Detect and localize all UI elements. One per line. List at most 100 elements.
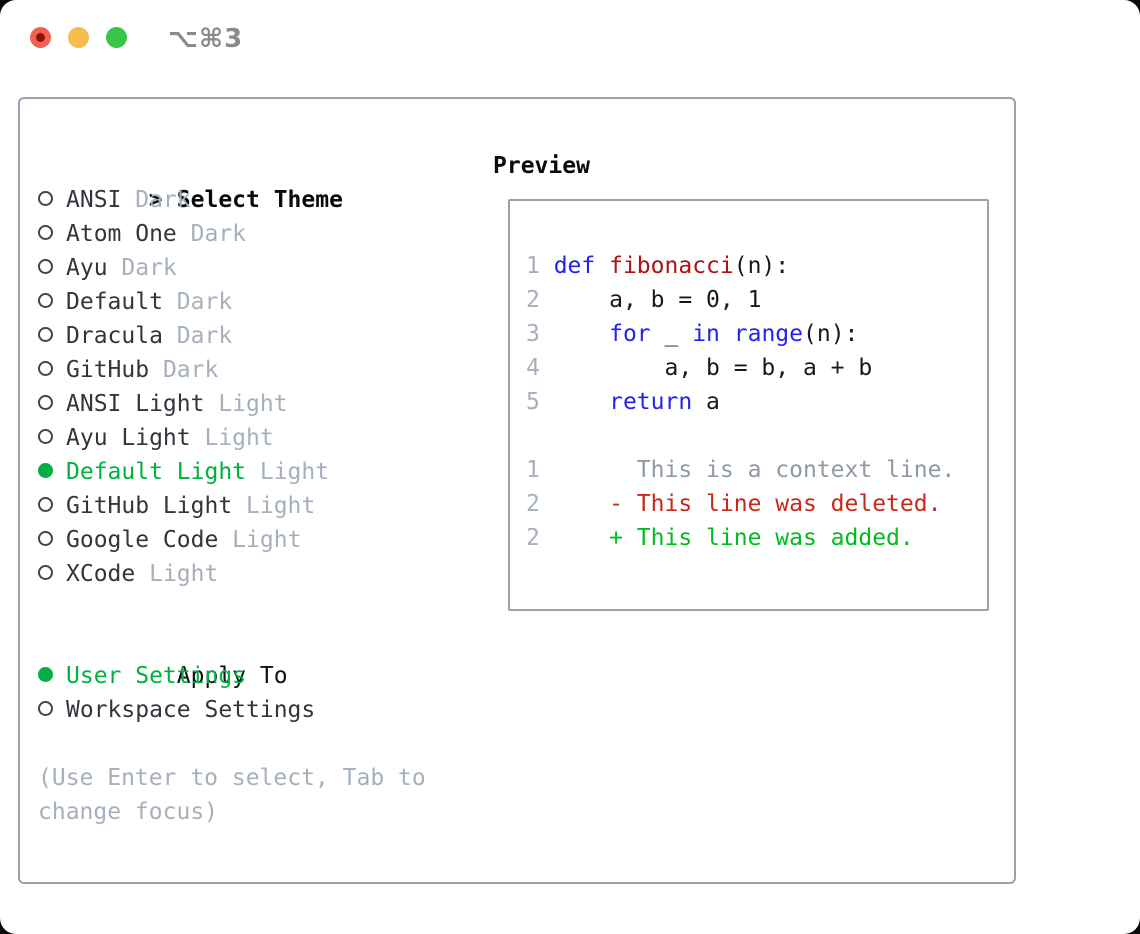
diff-line-added: 2 + This line was added. [526, 521, 987, 555]
theme-option-ansi[interactable]: ANSI Dark [38, 183, 450, 217]
theme-name: ANSI Light [66, 391, 205, 417]
hint-text: (Use Enter to select, Tab to change focu… [38, 765, 426, 825]
theme-option-github-light[interactable]: GitHub Light Light [38, 489, 450, 523]
theme-variant: Light [218, 527, 302, 553]
line-number: 2 [526, 287, 540, 313]
theme-option-dracula[interactable]: Dracula Dark [38, 319, 450, 353]
line-text: + This line was added. [553, 525, 914, 551]
window-title: ⌥⌘3 [168, 24, 244, 54]
radio-icon [38, 319, 66, 353]
select-theme-header: > Select Theme [38, 149, 450, 213]
radio-icon [38, 659, 66, 693]
theme-variant: Dark [162, 323, 233, 349]
theme-name: Google Code [66, 527, 219, 553]
radio-icon [38, 523, 66, 557]
theme-name: GitHub [66, 357, 150, 383]
apply-option-label: User Settings [66, 663, 247, 689]
code-line: 4 a, b = b, a + b [526, 351, 987, 385]
spacer [38, 727, 450, 761]
code-line: 5 return a [526, 385, 987, 419]
line-number: 1 [526, 457, 540, 483]
theme-variant: Dark [107, 255, 177, 281]
apply-option-workspace-settings[interactable]: Workspace Settings [38, 693, 450, 727]
theme-option-atom-one[interactable]: Atom One Dark [38, 217, 450, 251]
line-number: 3 [526, 321, 540, 347]
radio-icon [38, 217, 66, 251]
theme-option-github[interactable]: GitHub Dark [38, 353, 450, 387]
radio-icon [38, 285, 66, 319]
theme-option-default-light[interactable]: Default Light Light [38, 455, 450, 489]
select-theme-title: Select Theme [176, 187, 343, 213]
theme-name: ANSI [66, 187, 122, 213]
apply-option-label: Workspace Settings [66, 697, 316, 723]
theme-name: Default [66, 289, 163, 315]
radio-icon [38, 387, 66, 421]
theme-variant: Light [246, 459, 330, 485]
recording-dot-icon [36, 33, 45, 42]
theme-name: Ayu [66, 255, 108, 281]
preview-title: Preview [493, 153, 590, 179]
line-number: 2 [526, 525, 540, 551]
line-number: 4 [526, 355, 540, 381]
radio-icon [38, 557, 66, 591]
theme-variant: Dark [162, 289, 233, 315]
theme-option-google-code[interactable]: Google Code Light [38, 523, 450, 557]
diff-line-context: 1 This is a context line. [526, 453, 987, 487]
window-titlebar: ⌥⌘3 [0, 0, 1140, 97]
theme-name: XCode [66, 561, 136, 587]
line-text: - This line was deleted. [553, 491, 942, 517]
code-line: 2 a, b = 0, 1 [526, 283, 987, 317]
theme-variant: Light [135, 561, 219, 587]
line-text: a, b = 0, 1 [553, 287, 762, 313]
line-text: a, b = b, a + b [553, 355, 873, 381]
diff-line-deleted: 2 - This line was deleted. [526, 487, 987, 521]
close-button[interactable] [30, 27, 51, 48]
radio-icon [38, 693, 66, 727]
theme-name: Atom One [66, 221, 177, 247]
line-text: return a [609, 389, 720, 415]
line-text: This is a context line. [553, 457, 956, 483]
apply-to-header: Apply To [38, 625, 450, 689]
prompt-icon: > [148, 187, 163, 213]
radio-icon [38, 489, 66, 523]
code-line: 1 def fibonacci(n): [526, 249, 987, 283]
zoom-button[interactable] [106, 27, 127, 48]
minimize-button[interactable] [68, 27, 89, 48]
theme-option-xcode[interactable]: XCode Light [38, 557, 450, 591]
radio-icon [38, 183, 66, 217]
theme-name: Default Light [66, 459, 247, 485]
theme-option-default[interactable]: Default Dark [38, 285, 450, 319]
line-number: 1 [526, 253, 540, 279]
line-number: 5 [526, 389, 540, 415]
spacer [38, 591, 450, 625]
theme-variant: Dark [149, 357, 219, 383]
theme-variant: Dark [121, 187, 191, 213]
line-text: def fibonacci(n): [553, 253, 790, 279]
line-number: 2 [526, 491, 540, 517]
theme-name: Ayu Light [66, 425, 191, 451]
theme-name: GitHub Light [66, 493, 233, 519]
theme-variant: Light [190, 425, 274, 451]
blank-line [526, 419, 987, 453]
radio-icon [38, 421, 66, 455]
theme-option-ansi-light[interactable]: ANSI Light Light [38, 387, 450, 421]
theme-option-ayu[interactable]: Ayu Dark [38, 251, 450, 285]
line-text: for _ in range(n): [609, 321, 859, 347]
apply-option-user-settings[interactable]: User Settings [38, 659, 450, 693]
theme-name: Dracula [66, 323, 163, 349]
theme-variant: Light [204, 391, 288, 417]
code-line: 3 for _ in range(n): [526, 317, 987, 351]
theme-variant: Light [232, 493, 316, 519]
theme-variant: Dark [176, 221, 247, 247]
radio-icon [38, 455, 66, 489]
theme-option-ayu-light[interactable]: Ayu Light Light [38, 421, 450, 455]
radio-icon [38, 251, 66, 285]
apply-to-title: Apply To [176, 663, 288, 689]
